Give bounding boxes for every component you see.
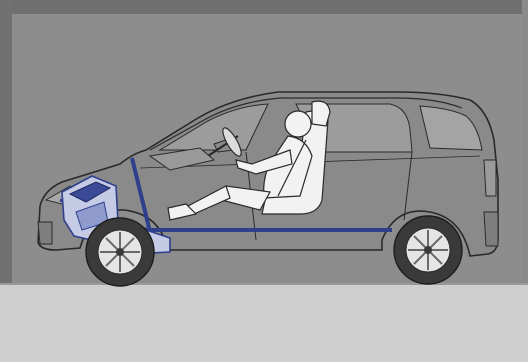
front-hub (116, 248, 124, 256)
front-wheel (86, 218, 154, 286)
taillight (484, 160, 496, 196)
headrest (312, 101, 330, 126)
rear-hub (424, 246, 432, 254)
driver-head (285, 111, 311, 137)
rear-bumper (484, 212, 498, 246)
rear-wheel (394, 216, 462, 284)
front-bumper (38, 222, 52, 244)
